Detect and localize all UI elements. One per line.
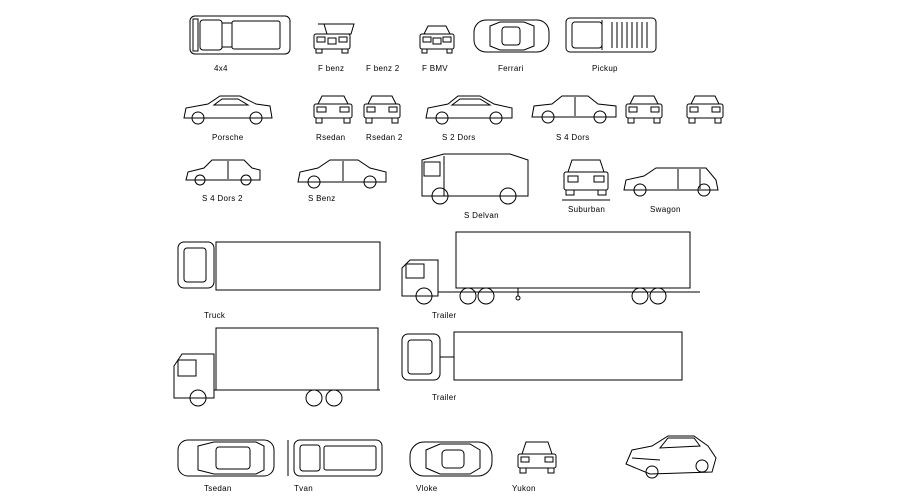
- s-delvan-side-view: [422, 154, 528, 204]
- label-truck: Truck: [204, 311, 226, 320]
- label-s-benz: S Benz: [308, 194, 336, 203]
- label-rsedan: Rsedan: [316, 133, 346, 142]
- label-f-benz: F benz: [318, 64, 345, 73]
- ferrari-top-view: [474, 20, 549, 52]
- tvan-top-view: [288, 440, 382, 476]
- suburban-front-view: [562, 160, 610, 200]
- trailer-top-view: [402, 332, 682, 380]
- label-s-4-dors-2: S 4 Dors 2: [202, 194, 243, 203]
- s-4-dors-side-view: [532, 96, 616, 123]
- label-ferrari: Ferrari: [498, 64, 524, 73]
- s-benz-side-view: [298, 160, 386, 188]
- label-tsedan: Tsedan: [204, 484, 232, 493]
- label-tvan: Tvan: [294, 484, 313, 493]
- label-pickup: Pickup: [592, 64, 618, 73]
- label-f-bmv: F BMV: [422, 64, 448, 73]
- tsedan-top-view: [178, 440, 274, 476]
- label-yukon: Yukon: [512, 484, 536, 493]
- rsedan-2-front-view: [364, 96, 400, 123]
- label-trailer-top: Trailer: [432, 393, 457, 402]
- s-2-dors-side-view: [426, 96, 512, 124]
- yukon-front-view: [518, 442, 556, 473]
- label-s-delvan: S Delvan: [464, 211, 499, 220]
- swagon-side-view: [624, 168, 718, 196]
- label-suburban: Suburban: [568, 205, 606, 214]
- f-benz-front-view: [314, 24, 354, 53]
- sedan-front-view: [626, 96, 662, 123]
- box-truck-side-view: [174, 328, 380, 406]
- label-rsedan-2: Rsedan 2: [366, 133, 403, 142]
- label-porsche: Porsche: [212, 133, 244, 142]
- truck-top-view: [178, 242, 380, 290]
- label-s-2-dors: S 2 Dors: [442, 133, 476, 142]
- sedan-rear-view: [687, 96, 723, 123]
- f-bmv-front-view: [420, 26, 454, 53]
- label-swagon: Swagon: [650, 205, 681, 214]
- s-4-dors-2-side-view: [186, 160, 260, 185]
- label-vloke: Vloke: [416, 484, 438, 493]
- pickup-top-view: [566, 18, 656, 52]
- vloke-top-view: [410, 442, 492, 476]
- trailer-side-view: [402, 232, 700, 304]
- label-trailer-side: Trailer: [432, 311, 457, 320]
- rsedan-front-view: [314, 96, 352, 123]
- sedan-perspective-view: [626, 436, 716, 478]
- porsche-side-view: [184, 96, 272, 124]
- label-4x4: 4x4: [214, 64, 228, 73]
- 4x4-top-view: [190, 16, 290, 54]
- label-f-benz-2: F benz 2: [366, 64, 400, 73]
- label-s-4-dors: S 4 Dors: [556, 133, 590, 142]
